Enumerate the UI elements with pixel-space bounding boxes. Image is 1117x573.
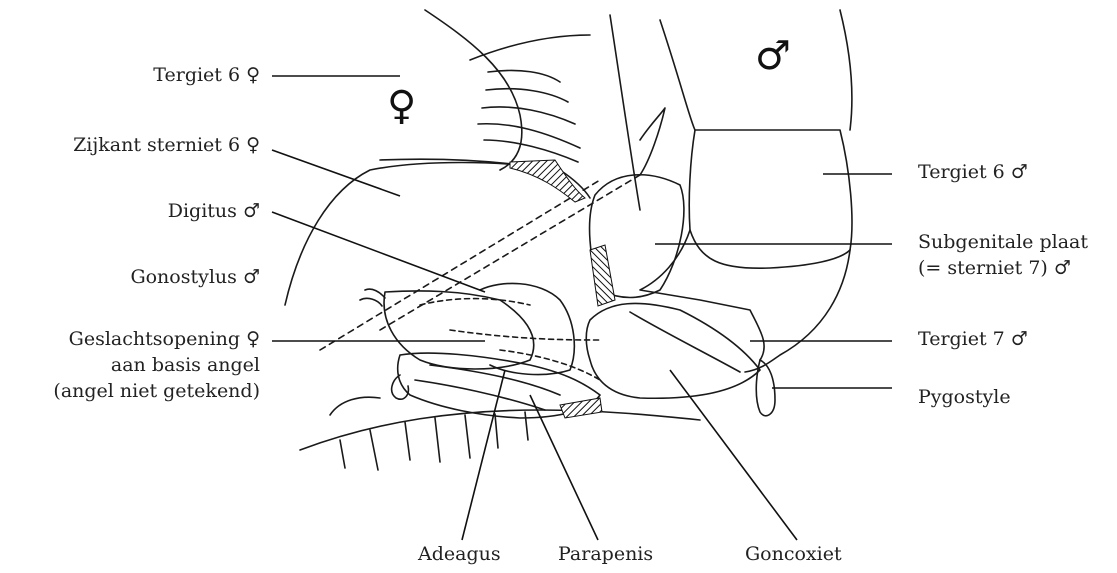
dashed-line-3 [420, 299, 530, 305]
label-tergiet6-female: Tergiet 6 ♀ [153, 63, 260, 87]
label-gonostylus: Gonostylus ♂ [130, 265, 260, 289]
female-tergite6-outline [425, 10, 522, 170]
male-tergite6-lower [689, 130, 850, 268]
lower-body-hairs [340, 412, 528, 470]
aedeagus-tip [392, 375, 409, 399]
leader-goncoxiet [670, 370, 797, 540]
label-tergiet7-male: Tergiet 7 ♂ [918, 327, 1028, 351]
male-symbol-icon: ♂ [755, 34, 791, 78]
goncoxite-outline [586, 303, 760, 398]
dashed-line-1 [320, 180, 600, 350]
label-subgenitale-line2: (= sterniet 7) ♂ [918, 256, 1071, 280]
hatched-membrane-middle [590, 245, 615, 306]
dashed-line-4 [450, 330, 600, 340]
bristle [484, 140, 578, 162]
label-tergiet6-male: Tergiet 6 ♂ [918, 160, 1028, 184]
male-tergite6-fold-line [610, 15, 640, 210]
label-geslachtsopening-line3: (angel niet getekend) [53, 379, 260, 403]
label-goncoxiet: Goncoxiet [745, 542, 842, 566]
gonostylus-tip-hairs [360, 289, 385, 306]
male-tergite7-outline [640, 230, 764, 360]
leader-adeagus [462, 370, 505, 540]
bristle [482, 107, 575, 124]
leader-digitus [272, 212, 485, 292]
leader-zijkant-sterniet6 [272, 150, 400, 196]
label-geslachtsopening-line1: Geslachtsopening ♀ [69, 327, 260, 351]
label-geslachtsopening-line2: aan basis angel [111, 353, 260, 377]
label-subgenitale-line1: Subgenitale plaat [918, 230, 1088, 254]
hatched-membrane-lower [560, 398, 602, 418]
bristle [486, 89, 568, 102]
goncoxite-inner [630, 312, 740, 372]
label-adeagus: Adeagus [418, 542, 501, 566]
bristle [478, 124, 580, 148]
female-tergite6-upper-edge [470, 35, 590, 60]
label-parapenis: Parapenis [558, 542, 653, 566]
label-pygostyle: Pygostyle [918, 385, 1011, 409]
gonostylus-outline [384, 291, 534, 369]
male-tergite6-right-edge [840, 10, 852, 130]
aedeagus-inner-line [430, 365, 560, 395]
digitus-spine [640, 108, 665, 175]
label-zijkant-sterniet6: Zijkant sterniet 6 ♀ [73, 133, 260, 157]
lower-arc-detail [330, 397, 380, 415]
parapenis-inner-line [415, 380, 545, 410]
female-symbol-icon: ♀ [387, 84, 416, 128]
label-digitus: Digitus ♂ [168, 199, 260, 223]
